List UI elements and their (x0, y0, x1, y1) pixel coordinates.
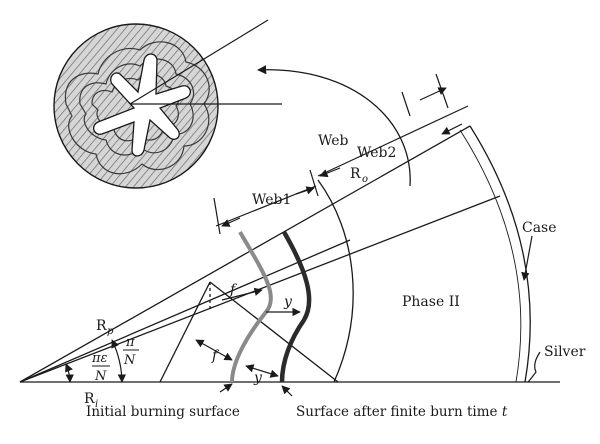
web1-label: Web1 (252, 192, 291, 208)
finite-burn-time-t: t (502, 404, 508, 420)
finite-surface-leader (281, 385, 293, 397)
web-arrow-left (319, 167, 341, 178)
silver-leader (527, 351, 541, 383)
phase-ii-label: Phase II (402, 294, 460, 310)
port-tip-line (159, 281, 211, 383)
web-arrow (419, 87, 447, 101)
case-label: Case (522, 220, 557, 236)
web2-contour (317, 179, 354, 383)
silver-label: Silver (544, 344, 586, 360)
y-lower-label: y (253, 370, 263, 386)
silver-liner-arc (459, 129, 522, 383)
inset-reference-arrow (257, 65, 411, 187)
initial-surface-leader (219, 383, 233, 393)
sector-pointer-upper (129, 19, 269, 105)
star-grain-inset (53, 19, 282, 189)
r-o-subscript: o (362, 174, 368, 185)
web1-ext-left (213, 197, 221, 235)
finite-burn-surface-text: Surface after finite burn time (296, 404, 502, 420)
finite-burn-surface-label: Surface after finite burn time t (296, 404, 508, 420)
star-bore (92, 53, 192, 157)
angle-pi-eps-arc (65, 363, 74, 383)
pi-eps-denominator: N (94, 369, 107, 384)
initial-burning-surface-label: Initial burning surface (86, 404, 240, 420)
web1-arrow-right (295, 186, 315, 195)
burned-surface-curve (279, 230, 312, 383)
web2-ext (401, 91, 411, 117)
case-leader (521, 235, 533, 281)
web-dim-line (317, 105, 469, 177)
r-i-label: R (84, 391, 95, 407)
initial-burning-surface-curve (230, 230, 273, 383)
web2-arrow (441, 123, 463, 135)
pi-numerator: π (125, 335, 135, 350)
port-ray (19, 239, 351, 383)
f-upper-arrow (221, 287, 263, 301)
f-upper-label: f (229, 282, 238, 298)
pi-eps-numerator: πε (91, 351, 108, 366)
web-ext-top (435, 73, 449, 109)
web1-arrow-left (221, 217, 241, 227)
y-lower-arrow (245, 364, 279, 378)
r-i-subscript: i (95, 399, 98, 410)
web-label: Web (318, 133, 349, 149)
r-p-subscript: p (107, 326, 114, 337)
web1-ext-right (309, 169, 319, 197)
angle-pi-arc (111, 339, 127, 383)
dimension-arrows (65, 73, 541, 397)
f-lower-label: f (211, 348, 220, 364)
port-diag-line (209, 281, 339, 383)
web2-label: Web2 (357, 145, 396, 161)
pi-denominator: N (123, 353, 136, 368)
r-o-label: R (350, 166, 361, 182)
f-lower-arrow (195, 339, 233, 361)
sector-edge-ray (19, 125, 471, 383)
case-arc (469, 125, 531, 383)
y-upper-label: y (283, 294, 293, 310)
r-p-label: R (96, 318, 107, 334)
